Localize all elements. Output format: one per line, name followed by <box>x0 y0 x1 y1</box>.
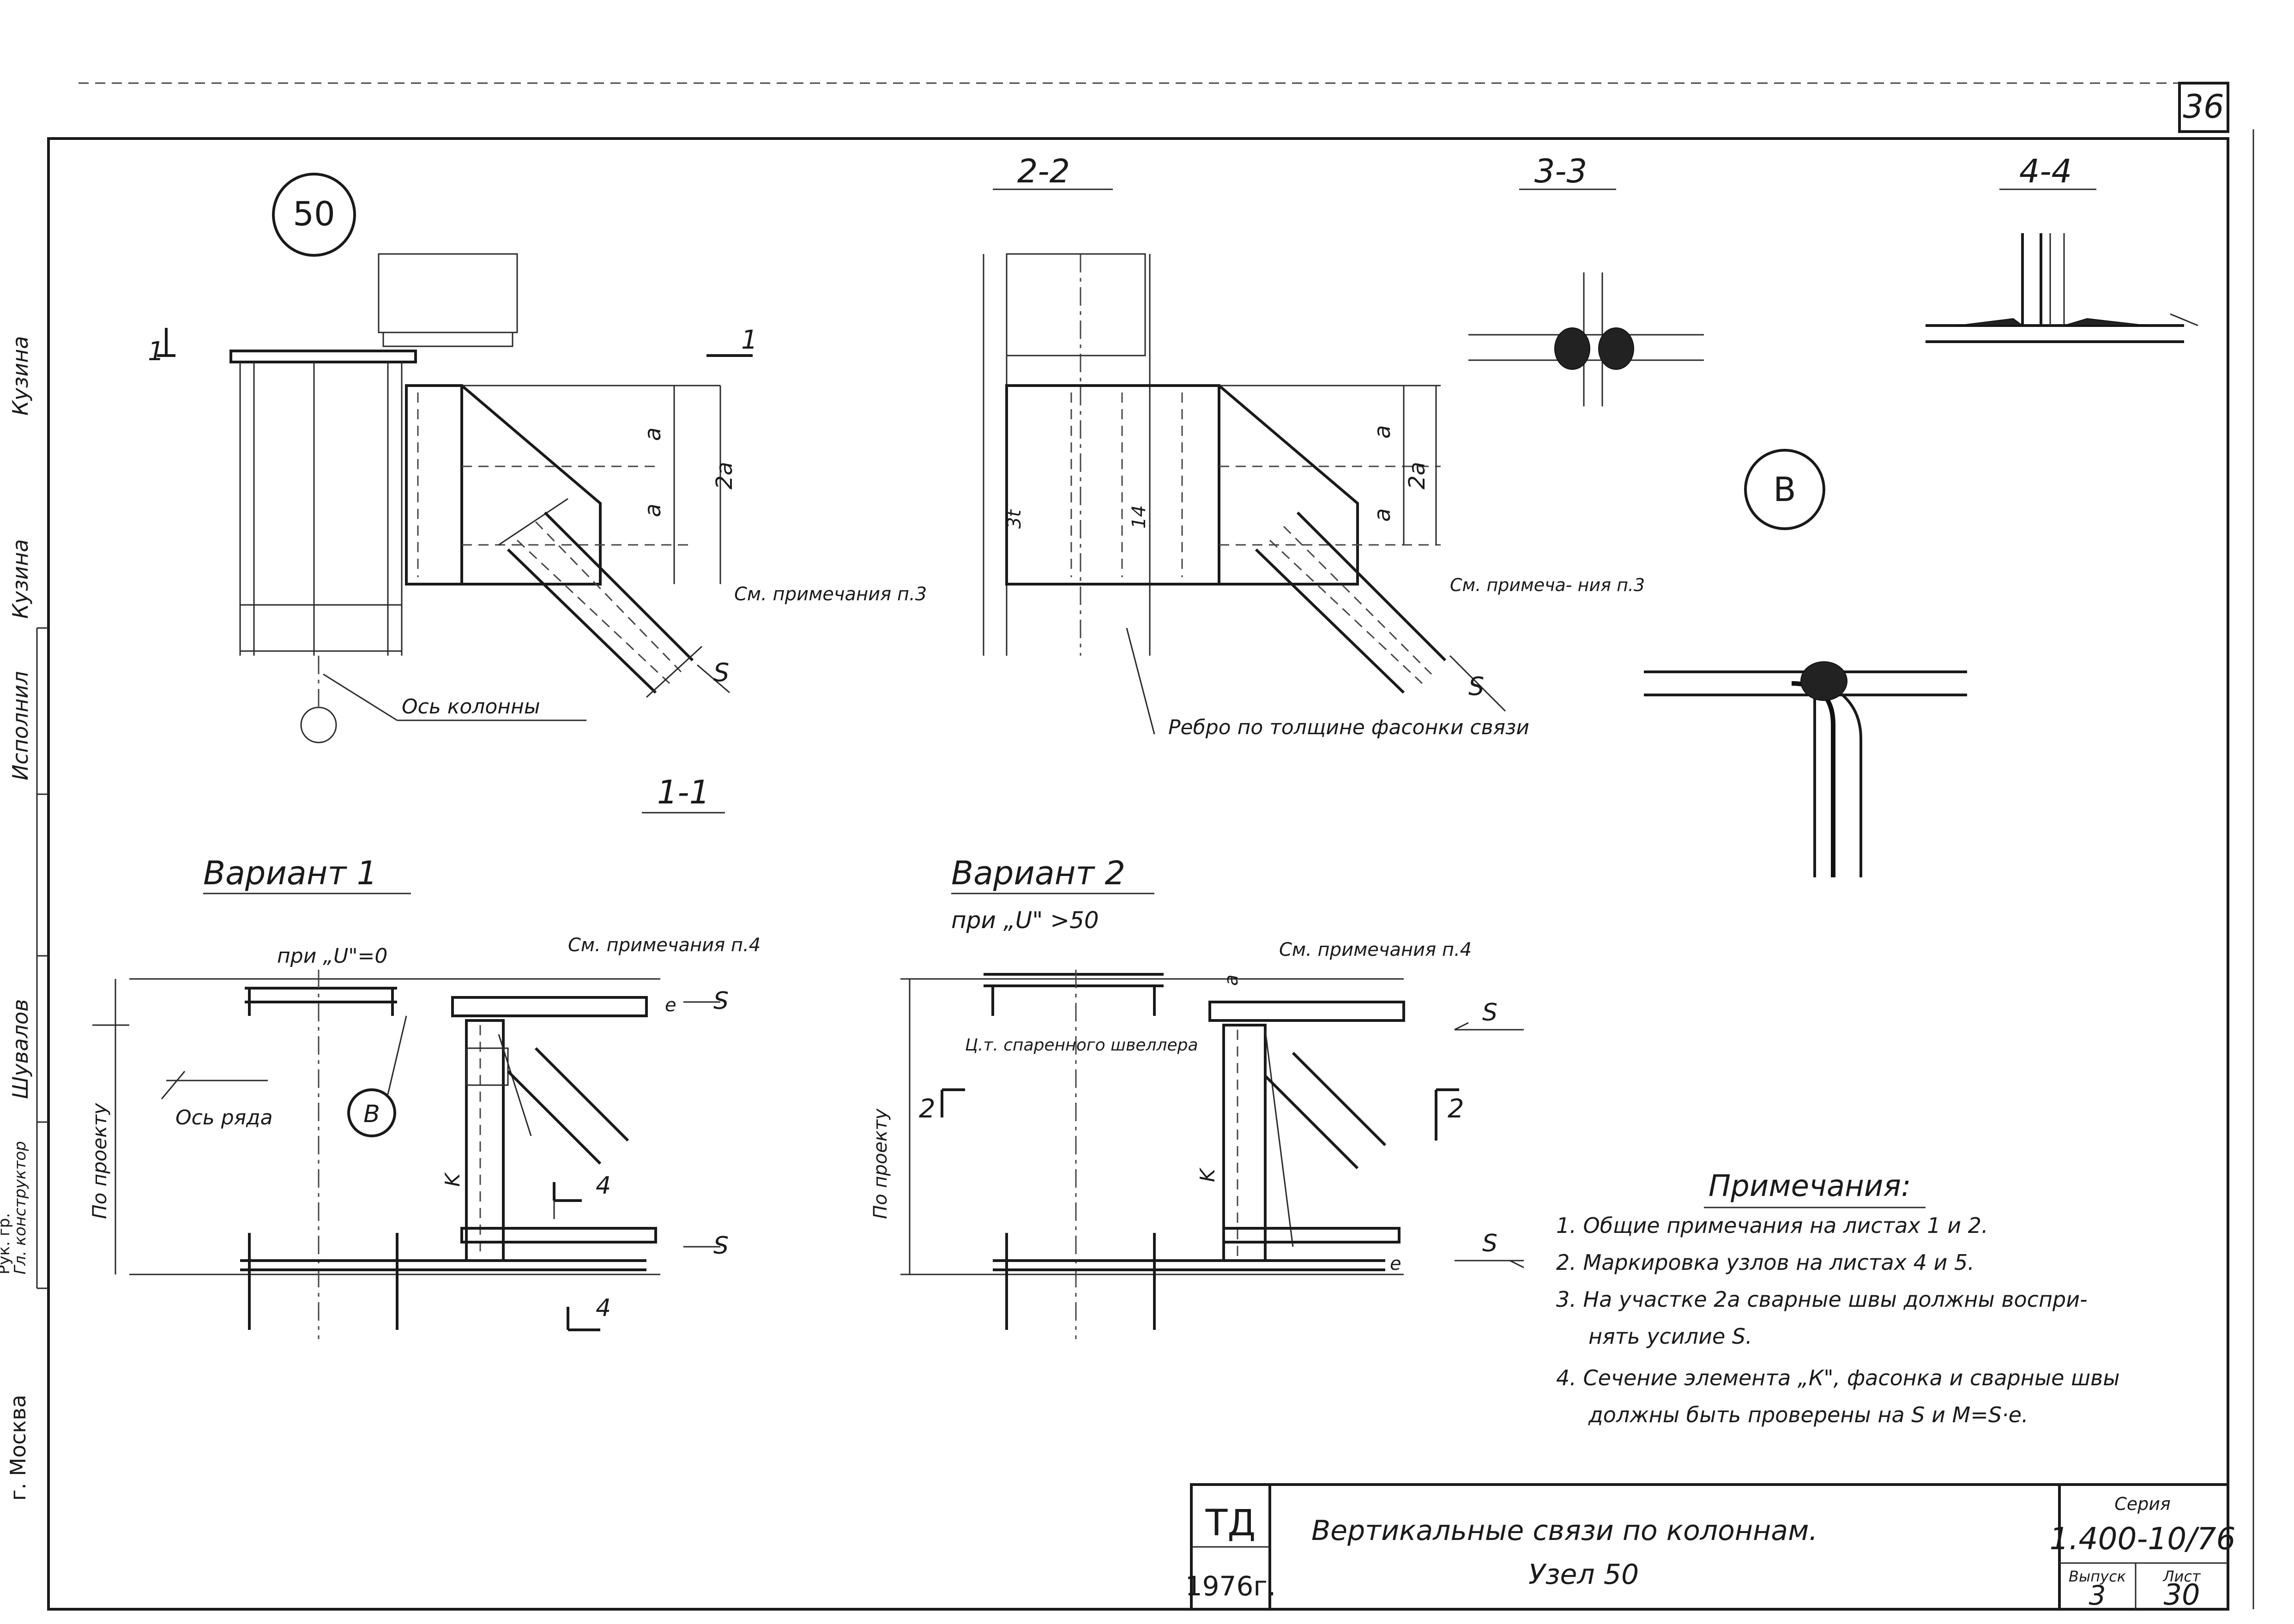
section-3-3-drawing <box>1468 272 1704 406</box>
force-s-main: S <box>713 658 729 687</box>
note-ref-3: См. примечания п.3 <box>734 584 927 605</box>
note-ref-3-b: См. примеча- ния п.3 <box>1450 575 1645 595</box>
series-label: Серия <box>2114 1494 2171 1514</box>
dim-3t: 3t <box>1004 509 1025 529</box>
section-3-3-title: 3-3 <box>1534 152 1587 190</box>
dim-a-v2: a <box>1221 974 1242 986</box>
notes-heading: Примечания: <box>1708 1169 1911 1203</box>
force-s-v2-bottom: S <box>1482 1230 1497 1257</box>
note-line-2: 2. Маркировка узлов на листах 4 и 5. <box>1556 1250 1974 1275</box>
section-2-2-title: 2-2 <box>1017 152 1070 190</box>
series-value: 1.400-10/76 <box>2050 1521 2236 1557</box>
dim-14: 14 <box>1129 505 1150 529</box>
dim-2a: 2a <box>712 462 737 489</box>
note-line-4-cont: должны быть проверены на S и M=S·e. <box>1588 1402 2028 1427</box>
variant-2-title: Вариант 2 <box>951 854 1125 892</box>
stamp-name-2: Кузина <box>8 539 33 619</box>
cond-u50: при „U" >50 <box>951 907 1099 934</box>
view-b-marker-circle <box>1744 449 1825 530</box>
issue-label: Выпуск <box>2069 1568 2126 1585</box>
dim-a-2-2-lower: a <box>1370 508 1395 522</box>
view-b-callout-text: В <box>363 1100 380 1128</box>
stamp-role-2: Гл. конструктор <box>11 1141 30 1274</box>
channel-center-label: Ц.т. спаренного швеллера <box>965 1036 1198 1055</box>
dim-a-lower: a <box>640 504 666 517</box>
section-mark-4-bottom: 4 <box>596 1294 611 1322</box>
variant-2-drawing <box>900 970 1524 1339</box>
issue-value: 3 <box>2089 1580 2106 1611</box>
force-s-v1-bottom: S <box>713 1232 729 1260</box>
section-1-1-title: 1-1 <box>657 773 710 811</box>
variant-1-title: Вариант 1 <box>203 854 377 892</box>
sheet-label: Лист <box>2162 1568 2201 1585</box>
stamp-name-3: Исполнил <box>8 671 33 780</box>
view-b-marker-text: В <box>1773 470 1796 509</box>
row-axis-label: Ось ряда <box>175 1106 273 1129</box>
stamp-name-4: Шувалов <box>8 999 33 1099</box>
stamp-city: г. Москва <box>6 1395 30 1501</box>
force-s-v1-top: S <box>713 987 729 1015</box>
note-line-3-cont: нять усилие S. <box>1588 1324 1752 1349</box>
section-4-4-title: 4-4 <box>2019 152 2072 190</box>
section-mark-4-top: 4 <box>596 1172 611 1200</box>
section-mark-1-right: 1 <box>741 325 758 355</box>
title-line-1: Вертикальные связи по колоннам. <box>1311 1515 1817 1547</box>
dim-k-v2: K <box>1196 1167 1219 1182</box>
variant-1-drawing <box>92 970 720 1339</box>
force-s-2-2: S <box>1468 672 1484 701</box>
note-line-3: 3. На участке 2а сварные швы должны восп… <box>1556 1287 2088 1312</box>
rib-note: Ребро по толщине фасонки связи <box>1168 716 1529 739</box>
note-ref-4-b: См. примечания п.4 <box>1279 939 1472 960</box>
sheet-value: 30 <box>2164 1578 2200 1612</box>
dim-e-v2: e <box>1390 1253 1401 1274</box>
title-line-2: Узел 50 <box>1528 1558 1639 1591</box>
node-marker-circle <box>272 173 356 257</box>
by-project-v1: По проекту <box>88 1103 111 1219</box>
dim-k-v1: K <box>441 1172 465 1187</box>
title-org: ТД <box>1205 1503 1256 1544</box>
view-b-callout-circle <box>347 1088 396 1137</box>
note-line-1: 1. Общие примечания на листах 1 и 2. <box>1556 1213 1988 1238</box>
by-project-v2: По проекту <box>870 1108 891 1219</box>
stamp-name-1: Кузина <box>8 336 33 416</box>
section-mark-1-left: 1 <box>148 337 164 367</box>
cond-u0: при „U"=0 <box>277 944 387 968</box>
section-2-2-drawing <box>983 253 1506 735</box>
node-marker-text: 50 <box>293 194 335 233</box>
dim-a-2-2-upper: a <box>1370 425 1395 439</box>
column-axis-label: Ось колонны <box>402 695 540 718</box>
title-block <box>1190 1483 2229 1611</box>
section-mark-2-right: 2 <box>1448 1094 1464 1124</box>
section-mark-2-left: 2 <box>919 1094 936 1124</box>
note-line-4: 4. Сечение элемента „К", фасонка и сварн… <box>1556 1365 2120 1390</box>
stamp-role-1: Рук. гр. <box>0 1213 13 1274</box>
dim-a-upper: a <box>640 428 666 441</box>
main-elevation <box>157 253 753 743</box>
force-s-v2-top: S <box>1482 999 1497 1026</box>
section-4-4-drawing <box>1926 233 2198 343</box>
side-stamp <box>36 139 50 1609</box>
title-year: 1976г. <box>1185 1570 1276 1602</box>
note-ref-4: См. примечания п.4 <box>568 935 761 956</box>
dim-2a-2-2: 2a <box>1404 462 1430 489</box>
view-b-detail <box>1644 661 1967 877</box>
corner-sheet-number: 36 <box>2183 88 2224 126</box>
dim-e-v1: e <box>665 995 676 1016</box>
